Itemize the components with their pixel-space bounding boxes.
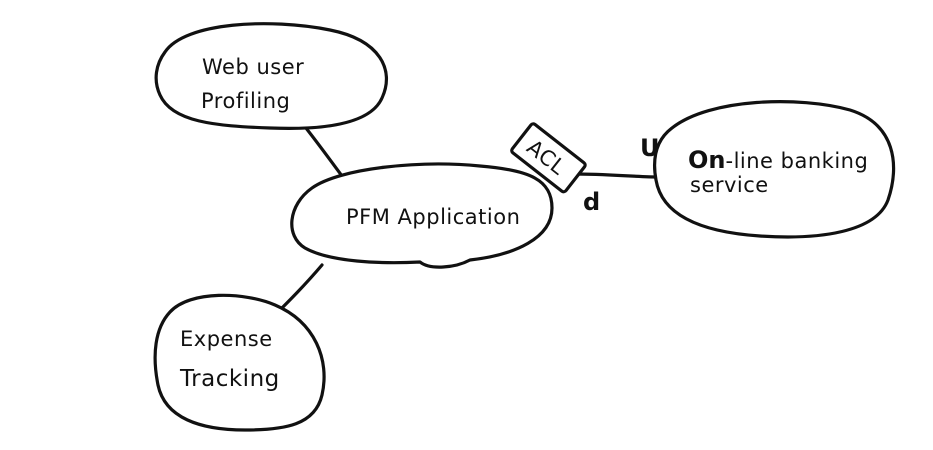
upstream-marker: U [640, 134, 660, 162]
pfm-label: PFM Application [346, 205, 520, 229]
downstream-marker: d [583, 188, 600, 216]
acl-box [510, 122, 587, 194]
web-profiling-line1: Web user [202, 55, 304, 79]
banking-line1-rest: -line banking [726, 149, 869, 173]
online-banking-node: On-line banking service [652, 100, 896, 239]
link-pfm-to-web-profiling [300, 121, 347, 182]
expense-line1: Expense [180, 327, 273, 351]
banking-line1-prefix: On [688, 146, 726, 174]
banking-line2: service [690, 173, 769, 197]
web-profiling-line2: Profiling [201, 89, 290, 113]
pfm-application-node: PFM Application [290, 162, 554, 269]
expense-tracking-node: Expense Tracking [153, 293, 326, 432]
link-acl-to-banking [570, 172, 662, 179]
expense-line2: Tracking [179, 366, 280, 392]
banking-line1: On-line banking [688, 146, 868, 174]
web-user-profiling-node: Web user Profiling [154, 22, 388, 130]
